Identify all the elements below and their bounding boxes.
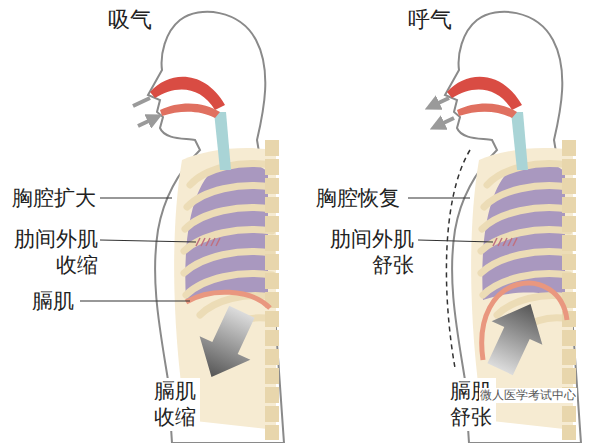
airflow-arrow [432, 98, 449, 106]
panel-heading: 吸气 [108, 6, 152, 34]
part-label: 膈肌 [32, 288, 74, 314]
leader-line [100, 197, 172, 198]
part-label: 膈肌 舒张 [446, 378, 496, 431]
leader-line [80, 300, 190, 301]
panel-heading: 呼气 [408, 6, 452, 34]
airflow-arrow [133, 98, 155, 126]
part-label: 肋间外肌 舒张 [324, 226, 414, 279]
exhale-figure [445, 12, 581, 443]
diaphragm-contracted [186, 292, 270, 308]
expanded-chest-outline [446, 150, 470, 368]
airflow-arrow [437, 118, 454, 126]
part-label: 胸腔扩大 [12, 185, 96, 211]
leader-line [408, 197, 470, 198]
leader-lines [80, 198, 493, 301]
part-label: 肋间外肌 收缩 [8, 226, 98, 279]
inhale-figure [148, 12, 284, 443]
leader-line [418, 240, 493, 242]
diaphragm-arrow [475, 292, 556, 381]
diaphragm-arrow [186, 300, 267, 389]
part-label: 膈肌 收缩 [150, 378, 200, 431]
part-label: 胸腔恢复 [316, 185, 400, 211]
leader-line [100, 240, 196, 242]
watermark: 微人医学考试中心 [479, 388, 577, 403]
